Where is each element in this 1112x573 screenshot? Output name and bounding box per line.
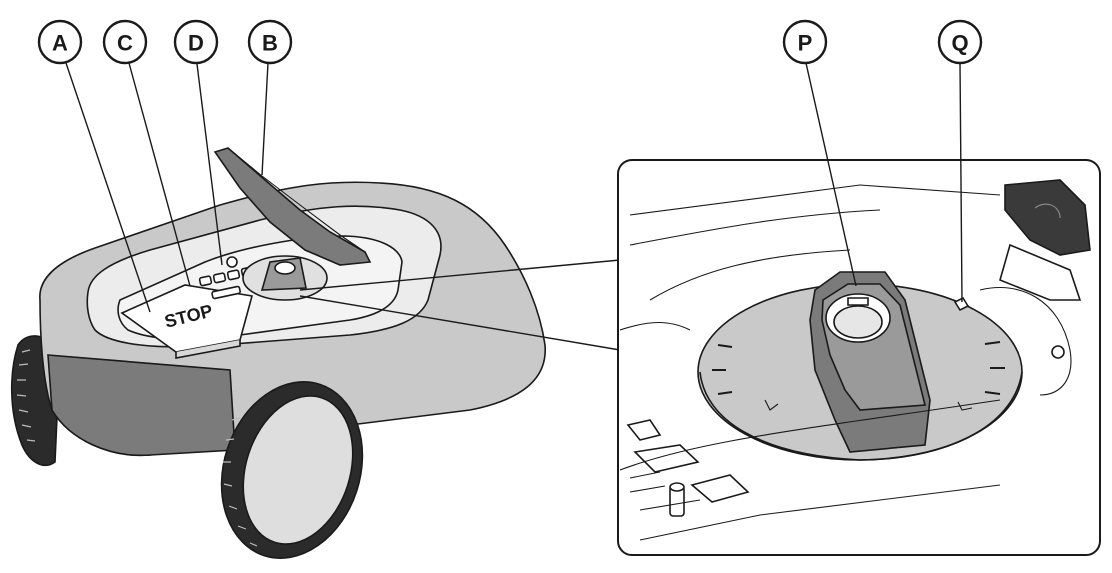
- callout-b: B: [247, 19, 293, 65]
- zoom-connector: [299, 259, 621, 351]
- leader-q: [959, 62, 963, 303]
- leader-b: [261, 62, 269, 176]
- callout-b-label: B: [262, 31, 278, 56]
- dark-component: [1004, 179, 1091, 256]
- front-wheel: [220, 381, 364, 559]
- callout-d: D: [173, 19, 219, 65]
- callout-q: Q: [937, 19, 983, 65]
- callout-d-label: D: [188, 31, 204, 56]
- inset-keypad: [626, 419, 750, 517]
- leader-c: [128, 62, 191, 287]
- callout-a: A: [37, 19, 83, 65]
- detail-inset: [617, 159, 1101, 556]
- dial-knob: [809, 271, 931, 453]
- front-skirt: [47, 354, 236, 457]
- callout-c: C: [102, 19, 148, 65]
- height-knob-small: [242, 255, 328, 301]
- mower-illustration: STOP: [10, 147, 546, 559]
- callout-p: P: [782, 19, 828, 65]
- dial-marker: [953, 296, 970, 312]
- callout-a-label: A: [52, 31, 68, 56]
- stop-button: STOP: [120, 284, 254, 359]
- hatch-lid: [213, 147, 372, 266]
- callout-c-label: C: [117, 31, 133, 56]
- callout-p-label: P: [798, 31, 813, 56]
- leader-a: [65, 62, 151, 313]
- callout-leaders: [65, 62, 963, 313]
- leader-p: [805, 62, 857, 287]
- leader-d: [196, 63, 223, 266]
- callout-q-label: Q: [951, 31, 968, 56]
